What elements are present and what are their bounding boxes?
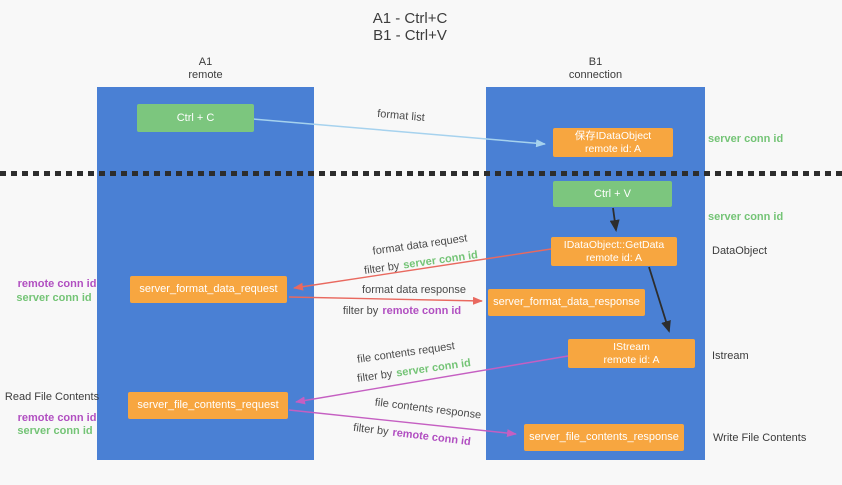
- remote-conn-id-text: remote conn id: [382, 305, 462, 317]
- lane-b1-subtitle: connection: [568, 69, 623, 81]
- filter-by-text: filter by: [342, 305, 379, 317]
- node-ctrl-v-label: Ctrl + V: [594, 187, 631, 200]
- node-save-idataobject-line2: remote id: A: [584, 142, 642, 155]
- arrow-getdata-to-istream: [648, 266, 671, 333]
- node-file-request-label: server_file_contents_request: [137, 399, 279, 411]
- node-server-file-contents-request: server_file_contents_request: [128, 392, 288, 419]
- node-ctrl-v: Ctrl + V: [553, 181, 672, 207]
- right-label-istream: Istream: [712, 350, 749, 362]
- lane-header-a1: A1 remote: [97, 56, 314, 82]
- node-ctrl-c: Ctrl + C: [137, 104, 254, 132]
- arrow-file-contents-response: [288, 409, 517, 438]
- format-data-response-text: format data response: [362, 284, 466, 296]
- left-label-server-conn-id-2: server conn id: [17, 425, 93, 437]
- right-label-write-file-contents: Write File Contents: [713, 432, 807, 444]
- node-istream-line1: IStream: [613, 340, 650, 353]
- title-line-b1: B1 - Ctrl+V: [373, 27, 447, 44]
- arrow-format-data-response: [288, 296, 483, 305]
- arrow-ctrlv-to-getdata: [609, 207, 620, 232]
- lane-b1-name: B1: [588, 56, 603, 68]
- left-label-remote-conn-id-1: remote conn id: [17, 278, 97, 290]
- arrow-file-contents-request: [295, 355, 569, 405]
- node-istream: IStream remote id: A: [568, 339, 695, 368]
- edge-label-format-data-response: format data response: [362, 284, 466, 296]
- diagram-title: A1 - Ctrl+C B1 - Ctrl+V: [373, 10, 448, 44]
- node-format-request-label: server_format_data_request: [139, 283, 278, 295]
- node-istream-line2: remote id: A: [603, 353, 660, 366]
- arrow-format-data-request: [293, 248, 552, 291]
- lane-a1-subtitle: remote: [188, 69, 223, 81]
- lane-a1-name: A1: [198, 56, 213, 68]
- lane-header-b1: B1 connection: [486, 56, 705, 82]
- node-save-idataobject: 保存IDataObject remote id: A: [553, 128, 673, 157]
- left-label-read-file-contents: Read File Contents: [4, 391, 100, 403]
- node-getdata-line2: remote id: A: [585, 251, 643, 264]
- node-ctrl-c-label: Ctrl + C: [176, 111, 215, 124]
- node-idataobject-getdata: IDataObject::GetData remote id: A: [551, 237, 677, 266]
- left-label-server-conn-id-1: server conn id: [16, 292, 92, 304]
- session-divider-dotted-line: [0, 171, 842, 176]
- node-getdata-line1: IDataObject::GetData: [563, 238, 665, 251]
- node-server-format-data-response: server_format_data_response: [488, 289, 645, 316]
- right-label-dataobject: DataObject: [712, 245, 768, 257]
- right-label-server-conn-id-2: server conn id: [708, 211, 784, 223]
- node-format-response-label: server_format_data_response: [493, 296, 640, 308]
- right-label-server-conn-id-1: server conn id: [708, 133, 784, 145]
- title-line-a1: A1 - Ctrl+C: [372, 10, 448, 27]
- node-server-file-contents-response: server_file_contents_response: [524, 424, 684, 451]
- node-server-format-data-request: server_format_data_request: [130, 276, 287, 303]
- arrow-format-list: [252, 118, 546, 148]
- left-label-remote-conn-id-2: remote conn id: [17, 412, 97, 424]
- node-file-response-label: server_file_contents_response: [529, 431, 679, 443]
- node-save-idataobject-line1: 保存IDataObject: [574, 129, 652, 142]
